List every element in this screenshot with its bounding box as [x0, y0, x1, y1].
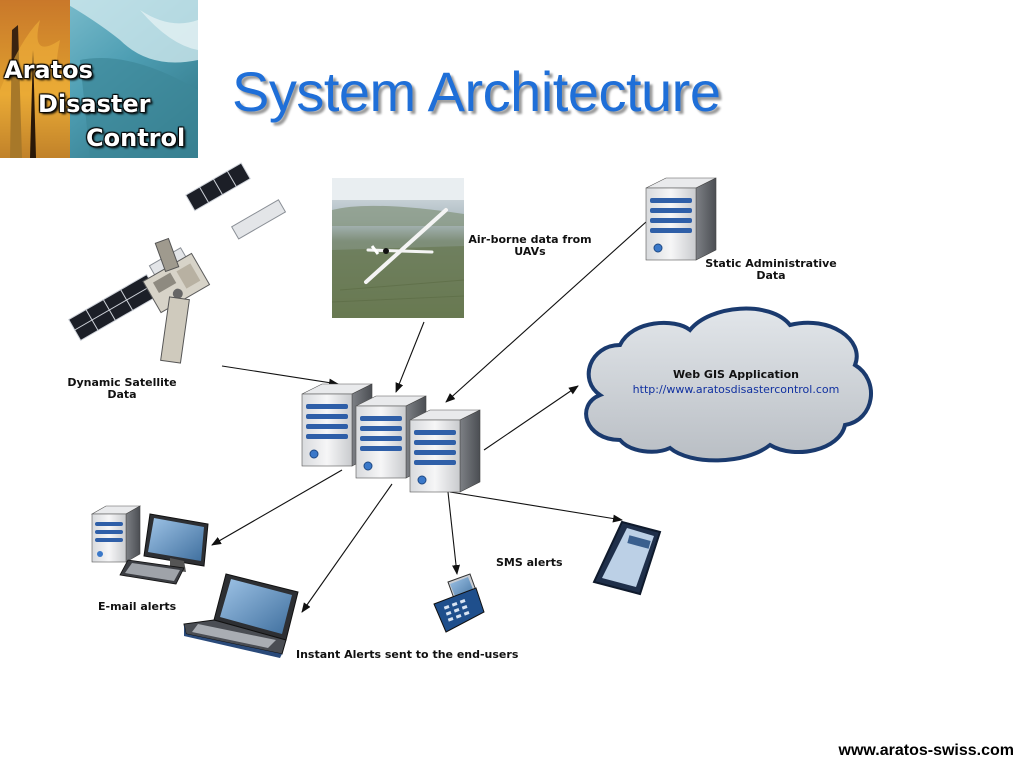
sms-alerts-label: SMS alerts: [496, 557, 563, 569]
desktop-computer-icon: [92, 506, 208, 584]
uav-photo: [332, 178, 464, 318]
arrow-servers-to-email: [212, 470, 342, 545]
static-admin-label: Static Administrative Data: [696, 258, 846, 282]
static-admin-server-icon: [646, 178, 716, 260]
satellite-icon: [69, 163, 286, 363]
server-cluster-icon: [302, 384, 480, 492]
webgis-title: Web GIS Application: [606, 369, 866, 381]
arrow-uav-to-servers: [396, 322, 424, 392]
footer-url[interactable]: www.aratos-swiss.com: [839, 742, 1014, 760]
static-admin-label-line-2: Data: [696, 270, 846, 282]
satellite-label: Dynamic Satellite Data: [60, 377, 184, 401]
laptop-icon: [184, 574, 298, 658]
uav-label-line-2: UAVs: [462, 246, 598, 258]
arrow-servers-to-phone: [448, 492, 457, 574]
arrow-satellite-to-servers: [222, 366, 338, 384]
webgis-url[interactable]: http://www.aratosdisastercontrol.com: [606, 384, 866, 396]
smartphone-icon: [594, 522, 660, 594]
satellite-label-line-2: Data: [60, 389, 184, 401]
arrow-servers-to-smartphone: [450, 492, 622, 520]
instant-alerts-label: Instant Alerts sent to the end-users: [296, 649, 518, 661]
uav-label: Air-borne data from UAVs: [462, 234, 598, 258]
arrow-servers-to-webgis: [484, 386, 578, 450]
feature-phone-icon: [434, 574, 484, 632]
email-alerts-label: E-mail alerts: [98, 601, 176, 613]
arrow-servers-to-laptop: [302, 484, 392, 612]
